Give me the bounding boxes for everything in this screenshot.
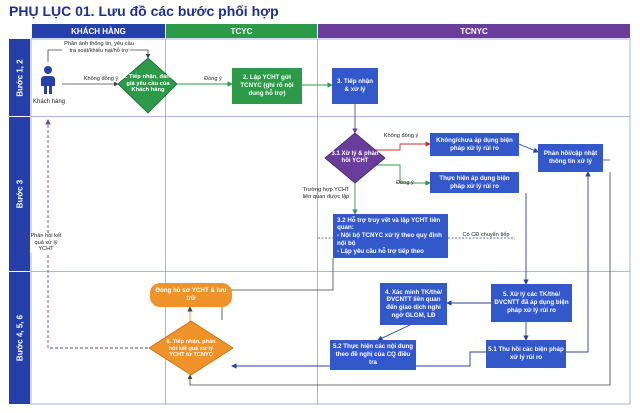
lane-header-khach-hang: KHÁCH HÀNG: [32, 24, 165, 38]
lane-header-tcnyc: TCNYC: [318, 24, 630, 38]
decision-1-label: 1. Tiếp nhận, đánh giá yêu cầu của Khách…: [122, 73, 174, 94]
decision-3-1-label: 3.1 Xử lý & phản hồi YCHT: [331, 150, 379, 164]
row-label-1: Bước 1, 2: [9, 39, 30, 116]
lane-header-tcyc: TCYC: [166, 24, 317, 38]
step-3-2-bullet-2: - Lập yêu cầu hỗ trợ tiếp theo: [337, 247, 424, 255]
step-3-2-title: 3.2 Hỗ trợ truy vết và lập YCHT liên qua…: [337, 216, 441, 232]
label-dong-y-1: Đồng ý: [204, 76, 222, 82]
label-dong-y-2: Đồng ý: [396, 180, 414, 186]
label-khong-dong-y-1: Không đồng ý: [83, 76, 119, 82]
person-icon-head: [44, 66, 52, 74]
label-truong-hop: Trường hợp YCHT liên quan được lập: [302, 187, 350, 200]
step-6-label: 6. Tiếp nhận, phản hồi kết quả xử lý YCH…: [166, 338, 216, 359]
label-co-cd: Có CĐ chuyển tiếp: [462, 232, 510, 238]
step-3-box: 3. Tiếp nhận & xử lý: [332, 68, 378, 104]
feedback-update-box: Phản hồi/cập nhật thông tin xử lý: [538, 144, 603, 172]
label-khong-dong-y-2: Không đồng ý: [383, 133, 419, 139]
step-4-box: 4. Xác minh TK/thẻ/ĐVCNTT liên quan đến …: [380, 283, 447, 325]
person-icon-body: [41, 76, 55, 86]
customer-label: Khách hàng: [32, 99, 66, 105]
step-5-box: 5. Xử lý các TK/thẻ/ĐVCNTT đã áp dụng bi…: [491, 284, 572, 322]
phan-anh-label: Phản ánh thông tin, yêu cầu tra soát/khi…: [64, 41, 134, 54]
row-label-3: Bước 4, 5, 6: [9, 272, 30, 404]
step-5-1-box: 5.1 Thu hồi các biện pháp xử lý rủi ro: [486, 340, 566, 368]
step-2-box: 2. Lập YCHT gửi TCNYC (ghi rõ nội dung h…: [232, 68, 302, 104]
label-phan-hoi-ket-qua: Phản hồi kết quả xử lý YCHT: [30, 233, 62, 254]
step-3-2-bullet-1: - Nội bộ TCNYC xử lý theo quy định nội b…: [337, 232, 442, 247]
close-file-box: Đóng hồ sơ YCHT & lưu trữ: [150, 283, 232, 307]
apply-risk-measure-box: Thực hiện áp dụng biện pháp xử lý rủi ro: [430, 172, 519, 193]
page-title: PHỤ LỤC 01. Lưu đồ các bước phối hợp: [9, 3, 279, 19]
step-3-2-box: 3.2 Hỗ trợ truy vết và lập YCHT liên qua…: [333, 214, 448, 258]
no-risk-measure-box: Không/chưa áp dụng biện pháp xử lý rủi r…: [430, 133, 519, 156]
decision-3-1-shape: [324, 132, 386, 184]
step-5-2-box: 5.2 Thực hiện các nội dung theo đề nghị …: [330, 340, 416, 370]
step-6-shape: [148, 320, 234, 376]
row-label-2: Bước 3: [9, 117, 30, 271]
decision-1-shape: [117, 57, 178, 114]
